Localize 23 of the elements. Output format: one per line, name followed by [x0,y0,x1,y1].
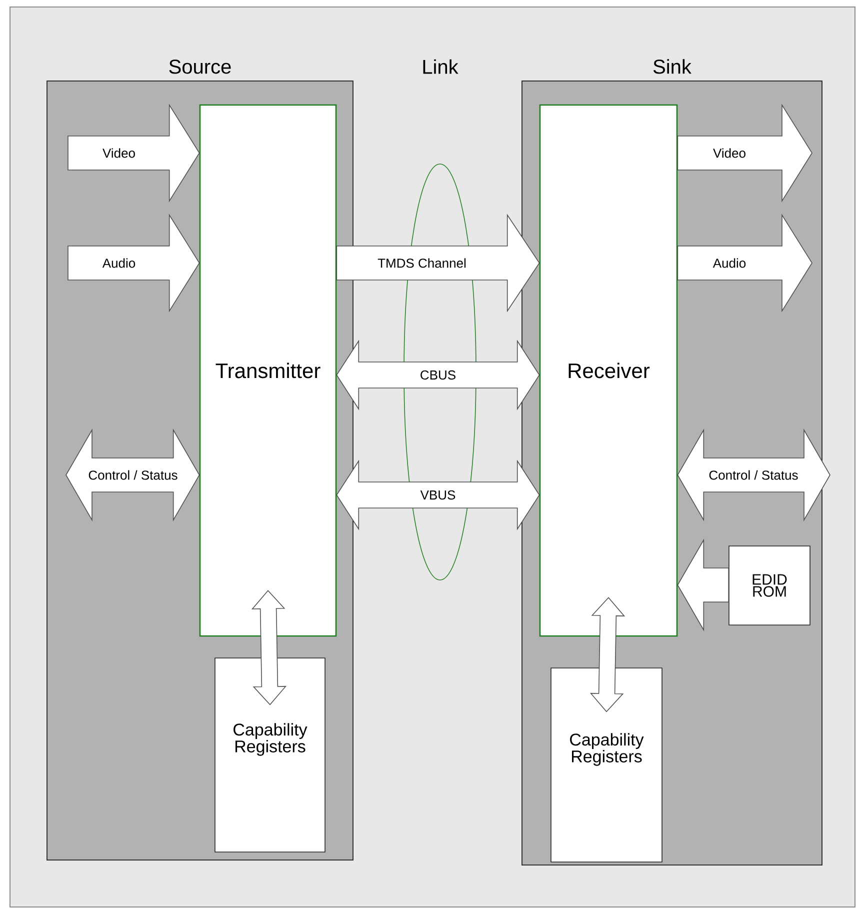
block-arrow [251,590,287,706]
edge-label: Video [102,147,136,159]
register-box: Capability Registers [550,668,662,862]
link-heading: Link [423,59,458,74]
block-box: Transmitter [199,104,337,637]
block-arrow [677,214,812,312]
block-box: Receiver [539,104,678,637]
edge-label: Control / Status [87,469,179,481]
register-box: Capability Registers [214,658,326,852]
block-arrow [68,104,200,202]
edge-label: Control / Status [708,469,800,481]
rom-box: EDID ROM [728,546,810,626]
panel-heading: Sink [653,59,692,74]
panel-heading: Source [169,60,231,74]
edge-label: TMDS Channel [376,257,468,269]
edge-label: Audio [712,257,748,269]
block-arrow [677,104,812,202]
block-arrow [677,538,729,632]
edge-label: Video [712,147,747,159]
block-arrow [336,340,540,410]
block-arrow [336,460,540,530]
edge-label: Audio [101,257,137,269]
block-arrow [68,214,200,312]
